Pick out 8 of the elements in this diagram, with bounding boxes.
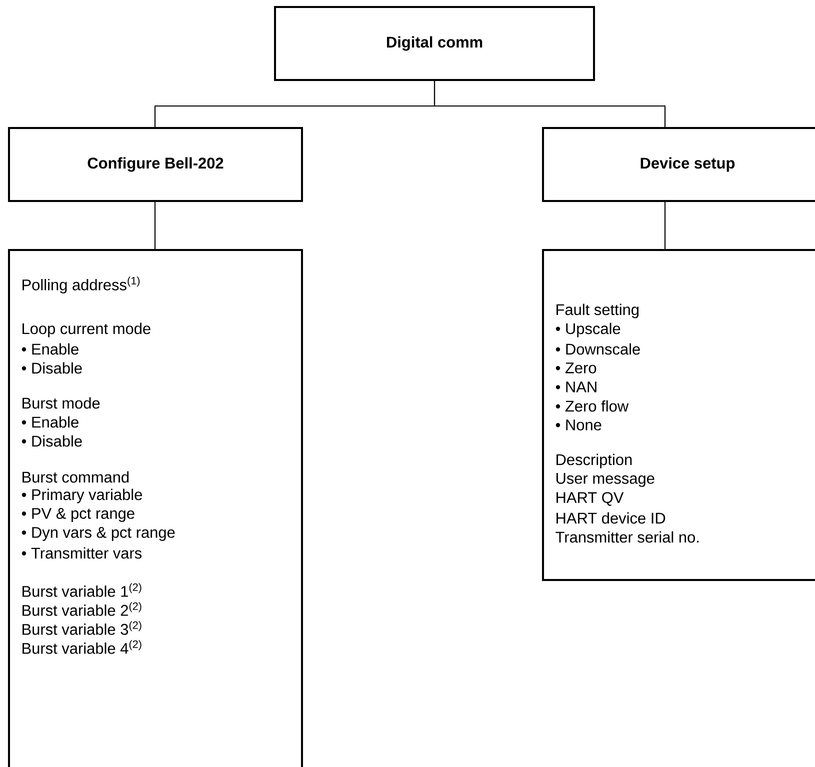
list-box: Polling address$^{(1)}$ Loop current mode • Enable • Disable Burst mode • Enable • Disable Burst command • Primary variable • PV & pct range • Dyn vars & pct range • Transmitter vars Burst variable 1$^{(2)}$ Burst variable 2$^{(2)}$ Burst variable 3$^{(2)}$ Burst variable 4$^{(2)}$ xyxy=(8,248,303,767)
connector-line xyxy=(664,202,666,249)
connector-line xyxy=(434,81,666,127)
connector-line xyxy=(154,202,156,249)
menu-box: Digital comm xyxy=(274,6,595,81)
menu-box: Device setup xyxy=(542,126,815,202)
menu-box: Configure Bell-202 xyxy=(8,126,303,202)
list-box: Fault setting • Upscale • Downscale • Zero • NAN • Zero flow • None Description User message HART QV HART device ID Transmitter serial no. xyxy=(542,248,815,581)
